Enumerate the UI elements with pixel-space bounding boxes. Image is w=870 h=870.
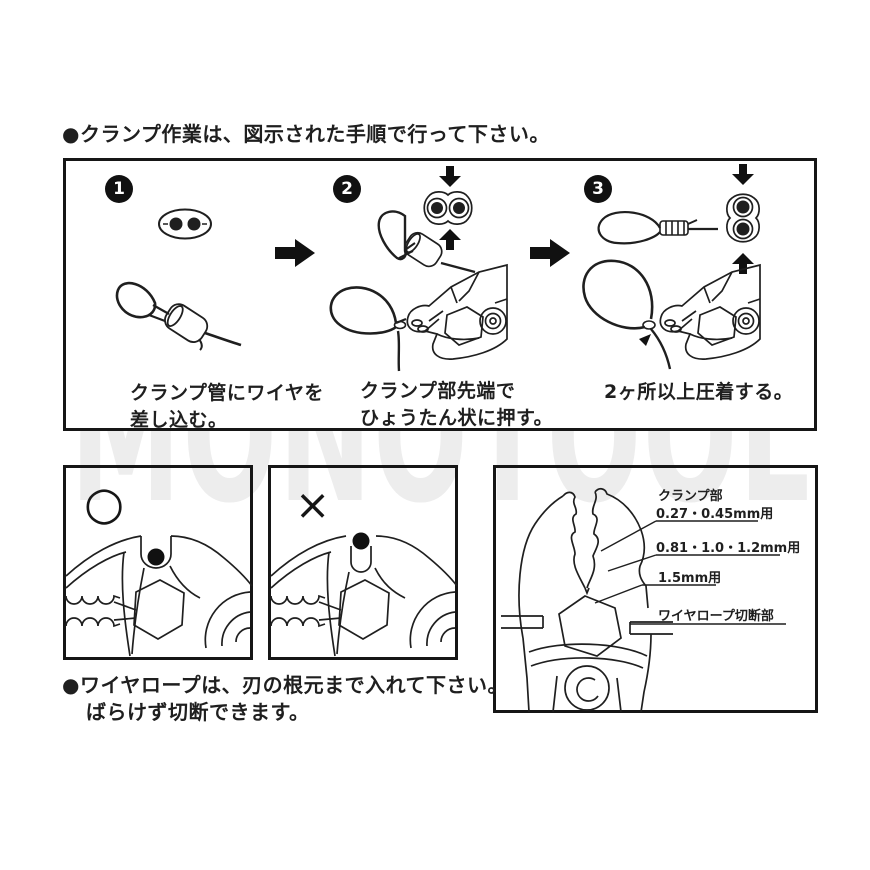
wire-rope-dot-seated xyxy=(147,548,165,566)
arrow-right-icon xyxy=(275,239,315,267)
pliers-front-diagram xyxy=(501,476,676,714)
pliers-side-illustration-step2 xyxy=(395,259,513,369)
press-down-arrow-icon xyxy=(439,166,461,187)
wire-rope-dot-at-edge xyxy=(352,532,370,550)
press-down-arrow-icon xyxy=(732,164,754,185)
wire-clamp-illustration-step1 xyxy=(103,273,243,353)
clamp-procedure-heading: ●クランプ作業は、図示された手順で行って下さい。 xyxy=(62,122,550,146)
correct-circle-mark: ○ xyxy=(84,476,125,530)
step3-number-badge: 3 xyxy=(584,175,612,203)
press-up-arrow-icon xyxy=(439,229,461,250)
label-wire-rope-cutter: ワイヤロープ切断部 xyxy=(658,609,774,624)
step2-number-badge: 2 xyxy=(333,175,361,203)
step3-caption: 2ヶ所以上圧着する。 xyxy=(604,381,794,403)
wrong-x-mark: × xyxy=(295,480,331,529)
wire-clamp-illustration-step2 xyxy=(361,206,481,274)
step1-caption: クランプ管にワイヤを 差し込む。 xyxy=(130,382,324,431)
double-crimp-cross-section-icon xyxy=(724,189,762,251)
label-size-081-10-12: 0.81・1.0・1.2mm用 xyxy=(656,541,801,556)
wrong-usage-box: × xyxy=(268,465,458,660)
pliers-side-illustration-step3 xyxy=(659,264,761,360)
press-up-arrow-icon xyxy=(732,253,754,274)
label-clamp-section: クランプ部 xyxy=(658,489,723,504)
parts-diagram-box: クランプ部 0.27・0.45mm用 0.81・1.0・1.2mm用 1.5mm… xyxy=(493,465,818,713)
clamp-tube-cross-section-oval xyxy=(155,205,215,243)
label-size-027-045: 0.27・0.45mm用 xyxy=(656,507,774,522)
wire-rope-note-line2: ばらけず切断できます。 xyxy=(86,700,310,724)
gourd-cross-section-icon xyxy=(420,189,476,227)
label-leader-lines xyxy=(496,468,815,710)
pliers-closeup-correct xyxy=(66,526,252,658)
wire-loop-step2 xyxy=(326,281,411,373)
crimped-wire-illustration-step3 xyxy=(593,206,728,248)
label-size-15: 1.5mm用 xyxy=(658,571,722,586)
correct-usage-box: ○ xyxy=(63,465,253,660)
wire-loop-step3 xyxy=(573,255,673,375)
step1-number-badge: 1 xyxy=(105,175,133,203)
arrow-right-icon xyxy=(530,239,570,267)
step2-caption: クランプ部先端で ひょうたん状に押す。 xyxy=(360,380,554,429)
wire-rope-note-line1: ●ワイヤロープは、刃の根元まで入れて下さい。 xyxy=(62,673,509,697)
pliers-closeup-wrong xyxy=(271,532,457,658)
steps-panel: 1 2 xyxy=(63,158,817,431)
